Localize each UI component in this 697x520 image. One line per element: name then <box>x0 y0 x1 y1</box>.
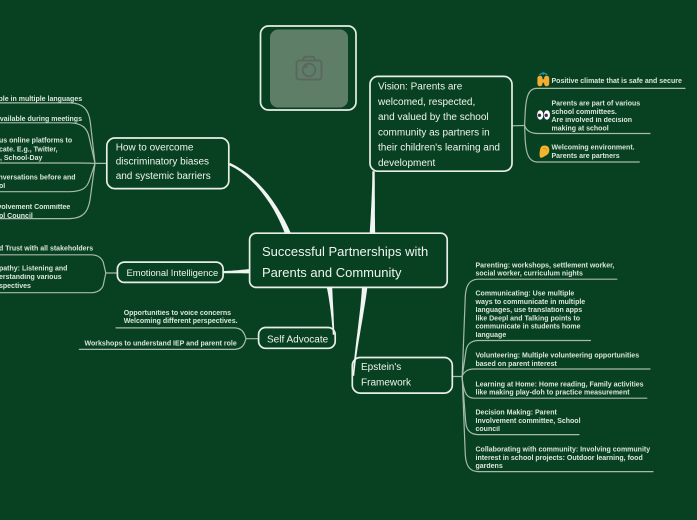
svg-text:ble in multiple languages: ble in multiple languages <box>0 96 82 103</box>
svg-text:development: development <box>378 158 435 169</box>
svg-text:council: council <box>476 426 501 433</box>
svg-text:spectives: spectives <box>0 283 31 290</box>
svg-text:Vision: Parents are: Vision: Parents are <box>378 82 463 93</box>
svg-text:Epstein's: Epstein's <box>361 362 401 373</box>
svg-text:ways to communicate in multipl: ways to communicate in multiple <box>475 299 586 306</box>
svg-text:available during meetings: available during meetings <box>0 116 82 123</box>
svg-text:Framework: Framework <box>361 378 412 389</box>
svg-text:Successful Partnerships with: Successful Partnerships with <box>262 244 428 259</box>
svg-text:welcomed, respected,: welcomed, respected, <box>377 97 475 108</box>
svg-text:cate. E.g., Twitter,: cate. E.g., Twitter, <box>0 146 58 153</box>
svg-text:us online platforms to: us online platforms to <box>0 138 72 145</box>
svg-text:Parents are partners: Parents are partners <box>552 153 620 160</box>
svg-text:based on parent interest: based on parent interest <box>476 361 558 368</box>
svg-text:Parenting: workshops, settleme: Parenting: workshops, settlement worker, <box>476 262 615 269</box>
svg-text:Welcoming different perspectiv: Welcoming different perspectives. <box>124 318 238 325</box>
svg-text:language: language <box>476 332 507 339</box>
svg-text:ol Council: ol Council <box>0 213 33 220</box>
svg-text:Are involved in decision: Are involved in decision <box>552 117 633 124</box>
svg-text:Communicating: Use multiple: Communicating: Use multiple <box>476 291 575 298</box>
svg-text:d Trust with all stakeholders: d Trust with all stakeholders <box>0 246 93 253</box>
svg-text:communicate in students home: communicate in students home <box>476 324 581 331</box>
svg-text:like Deepl and Talking points: like Deepl and Talking points to <box>476 315 581 322</box>
svg-text:interest in school projects: O: interest in school projects: Outdoor lea… <box>476 455 643 462</box>
svg-text:Involvement committee, School: Involvement committee, School <box>476 418 581 425</box>
svg-text:Welcoming environment.: Welcoming environment. <box>552 145 635 152</box>
svg-text:Volunteering: Multiple volunte: Volunteering: Multiple volunteering oppo… <box>476 353 640 360</box>
svg-text:Self Advocate: Self Advocate <box>267 335 329 346</box>
svg-text:pathy: Listening and: pathy: Listening and <box>0 266 67 273</box>
svg-text:gardens: gardens <box>476 463 503 470</box>
svg-text:nversations before and: nversations before and <box>0 175 76 182</box>
svg-text:discriminatory biases: discriminatory biases <box>116 157 209 168</box>
svg-text:Parents and Community: Parents and Community <box>262 265 402 280</box>
svg-text:social worker, curriculum nigh: social worker, curriculum nights <box>476 271 583 278</box>
svg-text:, School-Day: , School-Day <box>0 155 43 162</box>
svg-text:Learning at Home: Home reading: Learning at Home: Home reading, Family a… <box>476 381 644 388</box>
svg-text:and systemic barriers: and systemic barriers <box>116 171 211 182</box>
svg-text:Opportunities to voice concern: Opportunities to voice concerns <box>124 310 231 317</box>
svg-text:languages, use translation app: languages, use translation apps <box>476 307 583 314</box>
svg-text:community as partners in: community as partners in <box>378 127 490 138</box>
svg-text:erstanding various: erstanding various <box>0 274 62 281</box>
svg-text:Emotional Intelligence: Emotional Intelligence <box>127 267 219 278</box>
svg-text:making at school: making at school <box>552 126 609 133</box>
svg-text:Collaborating with community:: Collaborating with community: Involving … <box>476 447 651 454</box>
svg-text:Parents are part of various: Parents are part of various <box>552 101 641 108</box>
svg-text:like making play-doh to practi: like making play-doh to practice measure… <box>476 390 631 397</box>
svg-text:Decision Making: Parent: Decision Making: Parent <box>476 410 558 417</box>
svg-text:their children's learning and: their children's learning and <box>378 143 500 154</box>
svg-text:Workshops to understand IEP an: Workshops to understand IEP and parent r… <box>85 340 237 347</box>
svg-text:school committees.: school committees. <box>552 109 617 116</box>
svg-text:Positive climate that is safe: Positive climate that is safe and secure <box>552 78 682 85</box>
svg-text:How to overcome: How to overcome <box>116 143 194 154</box>
svg-text:volvement Committee: volvement Committee <box>0 204 70 211</box>
svg-text:ol: ol <box>0 183 5 190</box>
svg-text:and valued by the school: and valued by the school <box>378 112 489 123</box>
